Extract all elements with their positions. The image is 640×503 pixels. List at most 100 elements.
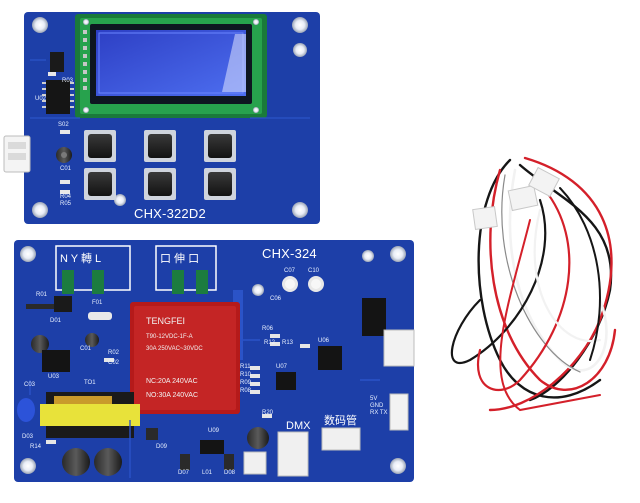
mounting-hole	[390, 246, 406, 262]
mounting-hole	[32, 202, 48, 218]
mounting-hole	[390, 458, 406, 474]
silk-label: U09	[208, 428, 220, 434]
top-pcb-board	[3, 12, 320, 224]
silk-label: U06	[318, 338, 330, 344]
diode	[224, 454, 234, 470]
diode	[146, 428, 158, 440]
relay-brand: TENGFEI	[146, 316, 186, 326]
capacitor	[85, 333, 99, 347]
silk-label: 5V GND RX TX	[370, 396, 388, 416]
wire-connector	[243, 451, 267, 475]
silk-label: U02	[35, 96, 47, 102]
mounting-hole	[292, 202, 308, 218]
silk-label: F01	[92, 300, 103, 306]
silk-label: C06	[270, 296, 282, 302]
transformer	[40, 392, 140, 438]
harness-connector	[507, 184, 539, 212]
capacitor	[94, 448, 122, 476]
terminal-label-left: N Y 轉 L	[60, 253, 102, 265]
ic-chip	[50, 52, 64, 72]
ic-chip	[318, 346, 342, 370]
fuse	[88, 312, 112, 320]
ic-chip	[362, 298, 386, 336]
ic-chip	[276, 372, 296, 390]
relay-model: T90-12VDC-1F-A	[146, 334, 193, 340]
silk-label: C01	[60, 166, 72, 172]
screw-terminal	[92, 270, 104, 294]
bottom-pcb-board	[14, 240, 415, 482]
relay-rating: NO:30A 240VAC	[146, 392, 199, 399]
silk-label: S02	[58, 122, 69, 128]
mounting-hole	[292, 17, 308, 33]
tactile-button-grid	[84, 130, 236, 200]
ic-chip	[46, 80, 70, 114]
harness-connector	[528, 166, 560, 198]
silk-label: C07	[284, 268, 296, 274]
silk-label: C10	[308, 268, 320, 274]
mounting-hole	[293, 43, 307, 57]
silk-label: R01	[36, 292, 48, 298]
dmx-label: DMX	[286, 420, 311, 432]
terminal-label-right: 口 伸 口	[160, 253, 200, 265]
silk-label: C01	[80, 346, 92, 352]
digit-tube-header	[321, 427, 361, 451]
mounting-hole	[20, 246, 36, 262]
silk-label: D08	[224, 470, 236, 476]
capacitor	[247, 427, 269, 449]
silk-label: D09	[156, 444, 168, 450]
silk-label: R05	[60, 201, 72, 207]
silk-label: R09	[240, 380, 252, 386]
silk-label: D03	[22, 434, 34, 440]
silk-label: R02	[108, 350, 120, 356]
relay	[130, 302, 240, 414]
dmx-header	[277, 431, 309, 477]
silk-label: U07	[276, 364, 288, 370]
wire-harness	[450, 156, 617, 412]
mounting-hole	[20, 458, 36, 474]
silk-label: R13	[282, 340, 294, 346]
screw-terminal	[62, 270, 74, 294]
silk-label: R03	[62, 78, 74, 84]
harness-connector	[472, 206, 498, 230]
uart-header	[389, 393, 409, 431]
silk-label: R20	[262, 410, 274, 416]
ic-chip	[200, 440, 224, 454]
silk-label: R04	[60, 194, 72, 200]
bottom-board-model-label: CHX-324	[262, 246, 317, 261]
top-board-model-label: CHX-322D2	[134, 206, 206, 221]
diode	[180, 454, 190, 470]
capacitor	[31, 335, 49, 353]
silk-label: R06	[262, 326, 274, 332]
digit-tube-label: 数码管	[324, 415, 357, 427]
mounting-hole	[362, 250, 374, 262]
mounting-hole	[114, 194, 126, 206]
ic-chip	[54, 296, 72, 312]
silk-label: R14	[30, 444, 42, 450]
capacitor	[17, 398, 35, 422]
ic-chip	[42, 350, 70, 372]
mounting-hole	[252, 284, 264, 296]
screw-terminal	[196, 270, 208, 294]
silk-label: R11	[240, 364, 251, 370]
silk-label: D07	[178, 470, 190, 476]
lcd-display	[75, 14, 267, 118]
silk-label: R12	[264, 340, 276, 346]
silk-label: C03	[24, 382, 36, 388]
pin-header	[383, 329, 415, 367]
silk-label: R10	[240, 372, 252, 378]
silk-label: TO1	[84, 380, 96, 386]
relay-rating: NC:20A 240VAC	[146, 378, 198, 385]
screw-terminal	[172, 270, 184, 294]
silk-label: D01	[50, 318, 62, 324]
diode	[26, 304, 54, 309]
silk-label: C02	[108, 360, 120, 366]
silk-label: U03	[48, 374, 60, 380]
relay-rating: 30A 250VAC~30VDC	[146, 346, 203, 352]
terminal-outline	[155, 245, 217, 291]
silk-label: L01	[202, 470, 213, 476]
silk-label: R08	[240, 388, 252, 394]
mounting-hole	[32, 17, 48, 33]
capacitor	[62, 448, 90, 476]
